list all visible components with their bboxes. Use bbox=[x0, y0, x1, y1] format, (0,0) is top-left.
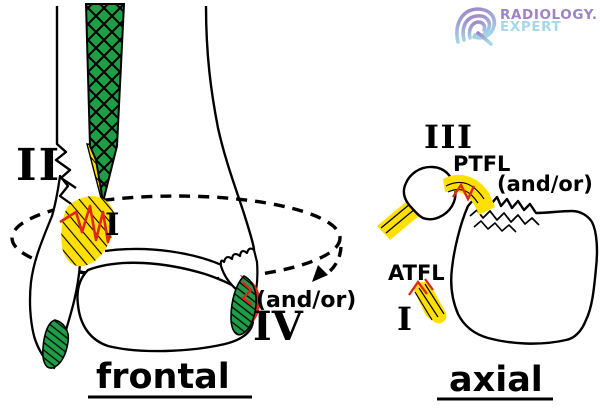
label-stage-II: II bbox=[16, 140, 61, 191]
label-and-or-frontal: (and/or) bbox=[256, 288, 356, 313]
label-and-or-axial: (and/or) bbox=[497, 172, 593, 196]
radiology-expert-logo: RADIOLOGY. EXPERT bbox=[455, 7, 598, 46]
deltoid-tear-line bbox=[241, 281, 253, 306]
logo-text-radiology: RADIOLOGY. bbox=[500, 7, 598, 23]
radiology-expert-logo-icon bbox=[455, 7, 497, 46]
label-stage-IV: IV bbox=[253, 303, 304, 350]
ptfl-tear-line bbox=[452, 182, 476, 202]
label-ptfl: PTFL bbox=[453, 152, 510, 176]
rotation-arrow-curl bbox=[327, 246, 343, 274]
deltoid-tear-patch bbox=[240, 275, 261, 330]
tibia-outline bbox=[204, 5, 256, 251]
frontal-view: II I (and/or) IV frontal bbox=[10, 3, 356, 399]
talus-outline bbox=[76, 261, 255, 353]
label-stage-III: III bbox=[424, 118, 473, 156]
label-stage-I-axial: I bbox=[397, 300, 412, 338]
atfl-tear-line bbox=[408, 278, 434, 296]
posterior-fragment-fracture-line bbox=[469, 209, 540, 226]
calcaneofibular-ligament bbox=[42, 319, 70, 369]
fibula-shaft-and-fracture-line bbox=[54, 6, 77, 189]
posterior-fragment-fracture-line-2 bbox=[473, 220, 517, 233]
tibia-axial-outline bbox=[450, 195, 599, 345]
fibula-cross-section bbox=[402, 165, 457, 221]
interosseous-membrane bbox=[84, 3, 126, 203]
rotation-arrowhead-icon bbox=[312, 265, 328, 282]
logo-text-expert: EXPERT bbox=[500, 19, 562, 35]
frontal-caption: frontal bbox=[96, 357, 230, 397]
axial-caption: axial bbox=[449, 360, 543, 400]
label-stage-I-frontal: I bbox=[105, 207, 120, 243]
atfl-stripes bbox=[414, 283, 445, 321]
syndesmosis-tear-line bbox=[59, 204, 116, 244]
axial-view: III PTFL (and/or) ATFL I axial bbox=[377, 118, 599, 401]
label-atfl: ATFL bbox=[388, 261, 445, 285]
